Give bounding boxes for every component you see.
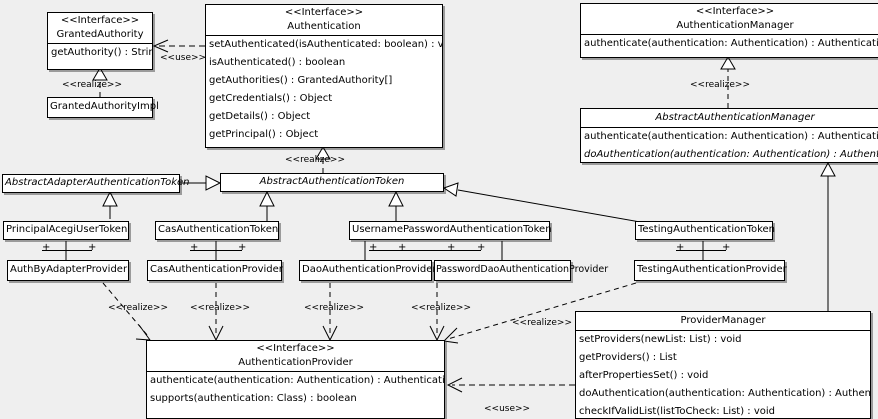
class-name-label: AbstractAuthenticationToken [259,176,405,187]
class-box-username-password-authentication-token[interactable]: UsernamePasswordAuthenticationToken [349,221,552,240]
class-box-cas-authentication-token[interactable]: CasAuthenticationToken [155,221,279,240]
class-box-dao-authentication-provider[interactable]: DaoAuthenticationProvider [299,260,437,281]
plus-marker: + [676,242,685,253]
methods-compartment-provider-manager: setProviders(newList: List) : void getPr… [576,330,870,419]
class-box-authentication[interactable]: <<Interface>> Authentication setAuthenti… [205,4,443,148]
class-header-authentication: <<Interface>> Authentication [206,5,442,35]
class-name-label: AuthenticationManager [676,20,794,31]
plus-marker: + [88,242,97,253]
plus-marker: + [369,242,378,253]
class-box-password-dao-authentication-provider[interactable]: PasswordDaoAuthenticationProvider [434,260,609,281]
stereotype-label: <<Interface>> [695,6,775,17]
label-use-granted-authority: <<use>> [160,53,207,63]
class-box-authentication-provider[interactable]: <<Interface>> AuthenticationProvider aut… [146,340,445,419]
class-box-testing-authentication-token[interactable]: TestingAuthenticationToken [635,221,776,240]
class-box-authentication-manager[interactable]: <<Interface>> AuthenticationManager auth… [580,3,878,58]
class-box-granted-authority-impl[interactable]: GrantedAuthorityImpl [47,97,159,118]
method-item: getAuthority() : String [51,47,152,58]
label-realize-abstract-authentication-manager: <<realize>> [690,80,750,90]
class-header-authentication-manager: <<Interface>> AuthenticationManager [581,4,878,34]
label-use-provider-manager: <<use>> [484,404,531,414]
method-item: authenticate(authentication: Authenticat… [584,38,878,49]
method-item: doAuthentication(authentication: Authent… [584,149,878,160]
method-item: setAuthenticated(isAuthenticated: boolea… [209,39,442,50]
class-box-auth-by-adapter-provider[interactable]: AuthByAdapterProvider [7,260,129,281]
class-name-label: ProviderManager [680,315,766,326]
method-item: authenticate(authentication: Authenticat… [150,375,444,386]
method-item: isAuthenticated() : boolean [209,57,346,68]
class-name-label: UsernamePasswordAuthenticationToken [352,224,552,235]
method-item: checkIfValidList(listToCheck: List) : vo… [579,406,776,417]
label-realize-dao-provider: <<realize>> [304,303,364,313]
methods-compartment-authentication: setAuthenticated(isAuthenticated: boolea… [206,35,442,144]
label-realize-cas-provider: <<realize>> [190,303,250,313]
stereotype-label: <<Interface>> [60,15,140,26]
class-name-label: AuthenticationProvider [238,357,353,368]
label-realize-auth-by-adapter: <<realize>> [108,303,168,313]
plus-marker: + [447,242,456,253]
class-box-abstract-authentication-token[interactable]: AbstractAuthenticationToken [220,173,444,192]
methods-compartment-abstract-authentication-manager: authenticate(authentication: Authenticat… [581,127,878,164]
class-box-abstract-authentication-manager[interactable]: AbstractAuthenticationManager authentica… [580,108,878,163]
edge-providermanager-realizes-abstractauthenticationmanager [820,161,836,311]
method-item: authenticate(authentication: Authenticat… [584,131,878,142]
plus-marker: + [722,242,731,253]
edge-providermanager-uses-authenticationprovider [446,377,575,393]
multiplicity-bar [676,250,726,251]
class-name-label: CasAuthenticationToken [158,224,279,235]
class-box-provider-manager[interactable]: ProviderManager setProviders(newList: Li… [575,311,871,419]
method-item: doAuthentication(authentication: Authent… [579,388,870,399]
method-item: supports(authentication: Class) : boolea… [150,393,357,404]
multiplicity-bar [190,250,242,251]
class-name-label: GrantedAuthorityImpl [50,101,159,112]
stereotype-label: <<Interface>> [256,343,335,354]
label-realize-abstract-authentication-token: <<realize>> [285,155,345,165]
class-box-principal-acegi-user-token[interactable]: PrincipalAcegiUserToken [3,221,129,240]
class-name-label: CasAuthenticationProvider [150,264,283,275]
plus-marker: + [398,242,407,253]
class-name-label: PasswordDaoAuthenticationProvider [436,264,609,275]
methods-compartment-authentication-provider: authenticate(authentication: Authenticat… [147,371,444,408]
class-name-label: PrincipalAcegiUserToken [6,224,128,235]
method-item: afterPropertiesSet() : void [579,370,709,381]
class-name-label: AbstractAuthenticationManager [655,112,815,123]
method-item: setProviders(newList: List) : void [579,334,742,345]
class-header-authentication-provider: <<Interface>> AuthenticationProvider [147,341,444,371]
class-header-granted-authority: <<Interface>> GrantedAuthority [48,13,152,43]
class-box-granted-authority[interactable]: <<Interface>> GrantedAuthority getAuthor… [47,12,153,70]
stereotype-label: <<Interface>> [284,7,364,18]
edge-usernamepasswordtoken-extends-abstractauthenticationtoken [388,190,404,222]
methods-compartment-granted-authority: getAuthority() : String [48,43,152,62]
multiplicity-bar [42,250,92,251]
class-name-label: Authentication [287,21,361,32]
label-realize-granted-authority-impl: <<realize>> [62,80,122,90]
plus-marker: + [190,242,199,253]
class-box-cas-authentication-provider[interactable]: CasAuthenticationProvider [147,260,283,281]
plus-marker: + [42,242,51,253]
edge-principalacegiusertoken-extends-abstractadapter [102,190,118,219]
method-item: getCredentials() : Object [209,93,333,104]
method-item: getProviders() : List [579,352,677,363]
label-realize-testing-provider: <<realize>> [512,318,572,328]
class-name-label: AuthByAdapterProvider [10,264,128,275]
multiplicity-bar [369,250,481,251]
class-name-label: DaoAuthenticationProvider [302,264,437,275]
class-name-label: GrantedAuthority [56,29,144,40]
edge-authentication-uses-grantedauthority [152,39,205,53]
method-item: getDetails() : Object [209,111,311,122]
method-item: getAuthorities() : GrantedAuthority[] [209,75,393,86]
class-box-testing-authentication-provider[interactable]: TestingAuthenticationProvider [634,260,787,281]
class-name-label: TestingAuthenticationToken [638,224,776,235]
method-item: getPrincipal() : Object [209,129,319,140]
edge-casauthenticationtoken-extends-abstractauthenticationtoken [259,190,275,222]
plus-marker: + [238,242,247,253]
class-name-label: AbstractAdapterAuthenticationToken [5,177,190,188]
methods-compartment-authentication-manager: authenticate(authentication: Authenticat… [581,34,878,53]
class-name-label: TestingAuthenticationProvider [637,264,787,275]
label-realize-password-dao-provider: <<realize>> [411,303,471,313]
edge-testingauthenticationtoken-extends-abstractauthenticationtoken [442,182,641,223]
plus-marker: + [477,242,486,253]
class-box-abstract-adapter-authentication-token[interactable]: AbstractAdapterAuthenticationToken [2,174,190,193]
